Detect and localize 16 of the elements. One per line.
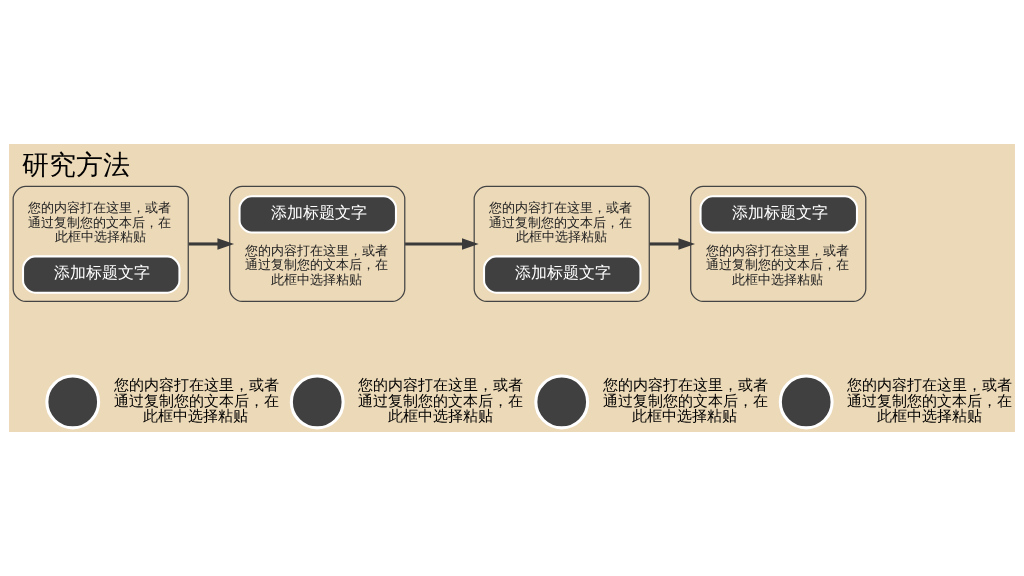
- arrow: [405, 238, 479, 250]
- node-circle: [778, 374, 834, 430]
- node-box: 您的内容打在这里，或者通过复制您的文本后，在此框中选择粘贴 添加标题文字: [473, 185, 650, 303]
- diagram-title: 研究方法: [22, 148, 131, 180]
- node-circle: [289, 374, 345, 430]
- node-box: 添加标题文字 您的内容打在这里，或者通过复制您的文本后，在此框中选择粘贴: [690, 185, 867, 303]
- arrow: [649, 238, 696, 250]
- node-box: 添加标题文字 您的内容打在这里，或者通过复制您的文本后，在此框中选择粘贴: [229, 185, 406, 303]
- node-circle: [45, 374, 101, 430]
- node-label: 您的内容打在这里，或者通过复制您的文本后，在此框中选择粘贴: [358, 377, 524, 425]
- node-box: 您的内容打在这里，或者通过复制您的文本后，在此框中选择粘贴 添加标题文字: [12, 185, 189, 303]
- node-circle: [534, 374, 590, 430]
- node-label: 您的内容打在这里，或者通过复制您的文本后，在此框中选择粘贴: [847, 377, 1013, 425]
- arrow: [188, 238, 235, 250]
- node-label: 您的内容打在这里，或者通过复制您的文本后，在此框中选择粘贴: [113, 377, 279, 425]
- node-label: 您的内容打在这里，或者通过复制您的文本后，在此框中选择粘贴: [602, 377, 768, 425]
